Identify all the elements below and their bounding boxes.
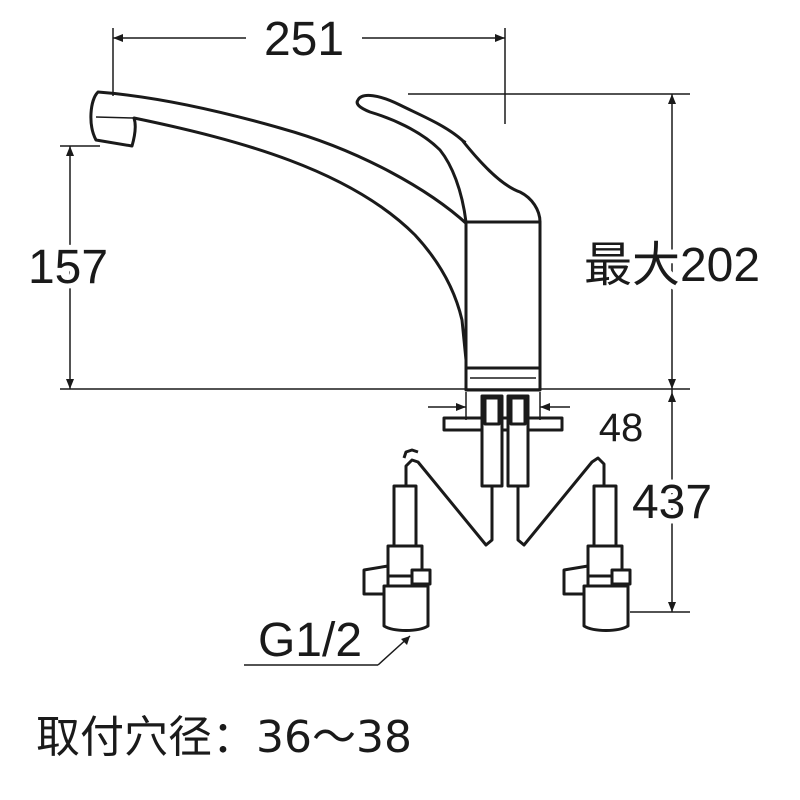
right-nut xyxy=(509,396,527,426)
dimension-spout-height: 157 xyxy=(23,145,113,389)
left-hose xyxy=(404,458,494,547)
left-hose-fitting xyxy=(392,484,418,548)
lever-detail-line xyxy=(435,121,467,143)
spout xyxy=(89,90,470,370)
right-valve-handle xyxy=(610,568,632,586)
right-hose-fitting xyxy=(592,484,618,548)
dimension-251-label: 251 xyxy=(264,13,344,66)
left-nut xyxy=(483,396,501,426)
dimension-max202-label: 最大202 xyxy=(584,239,760,292)
faucet-body xyxy=(89,90,542,392)
dimension-157-label: 157 xyxy=(28,241,108,294)
dimension-overall-length: 251 xyxy=(112,13,506,124)
left-hose-inner xyxy=(402,448,419,459)
lever-handle xyxy=(355,93,542,224)
dimension-437-label: 437 xyxy=(632,476,712,529)
base-collar xyxy=(464,366,542,392)
supply-hoses xyxy=(362,448,632,632)
dimension-hose-length: 437 xyxy=(627,389,717,613)
thread-label: G1/2 xyxy=(258,614,362,667)
mounting-hole-note: 取付穴径：36〜38 xyxy=(36,712,412,763)
body-column xyxy=(464,220,542,374)
mounting-hardware xyxy=(442,394,564,488)
dimension-base-diameter: 48 xyxy=(428,392,643,450)
left-valve-handle xyxy=(410,568,432,586)
left-connector xyxy=(382,584,430,632)
dimension-max-height: 最大202 xyxy=(408,93,765,389)
dimension-48-label: 48 xyxy=(599,406,644,450)
right-connector xyxy=(582,584,630,632)
right-hose xyxy=(516,456,606,547)
thread-callout: G1/2 xyxy=(244,614,411,667)
spout-tip-line xyxy=(95,116,135,119)
